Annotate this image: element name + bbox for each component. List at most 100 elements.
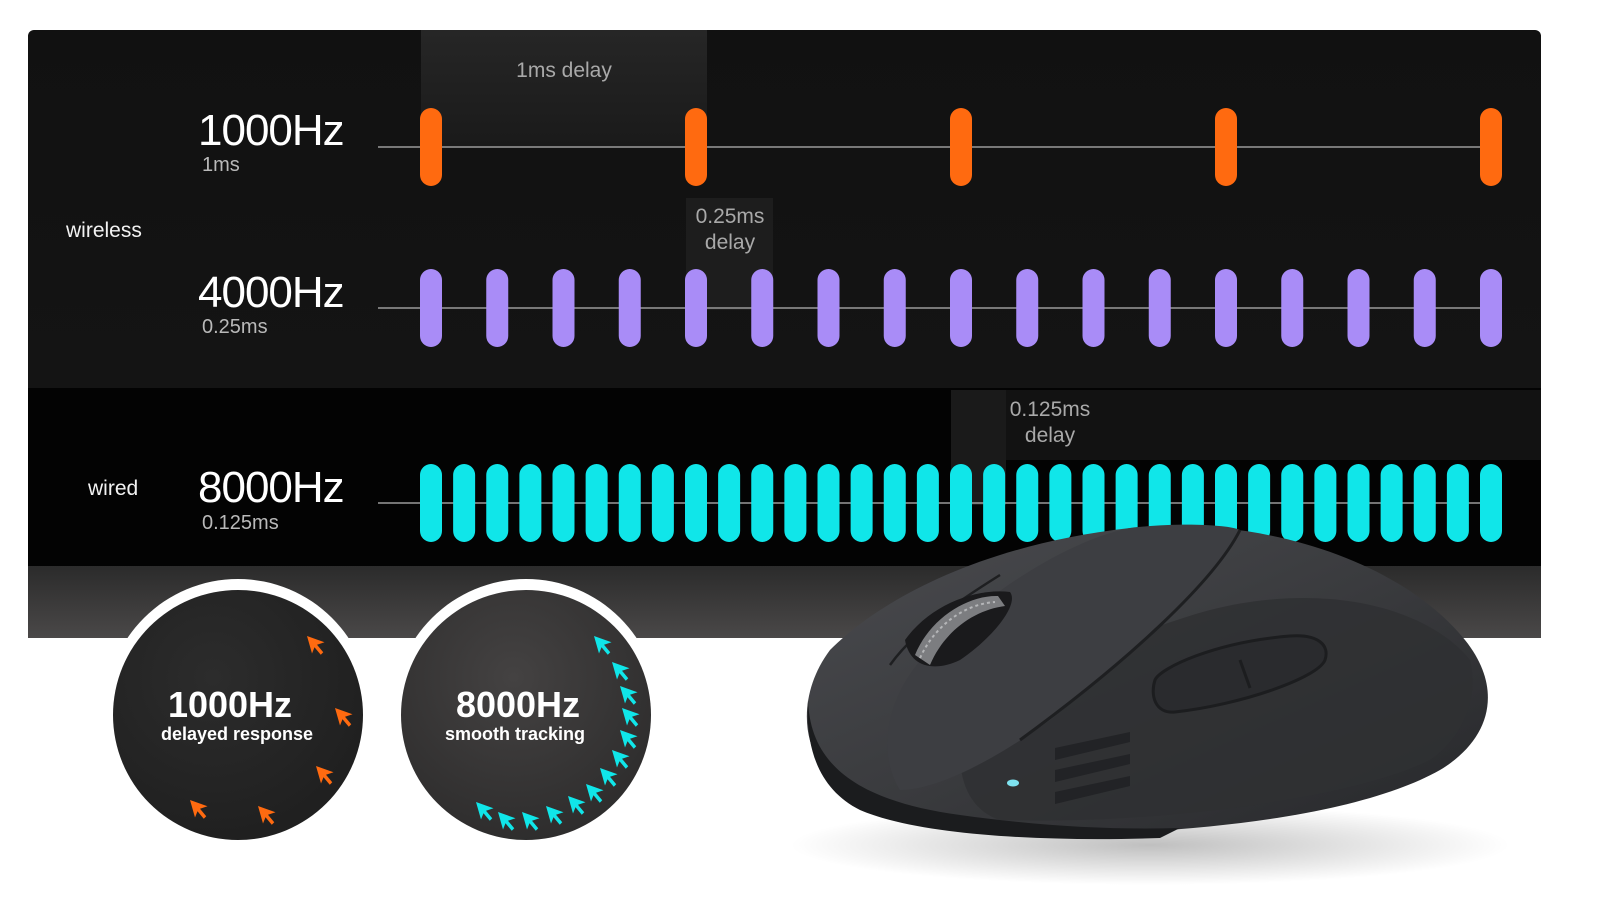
poll-pulse-bar [1281, 464, 1304, 542]
poll-pulse-bar [916, 464, 939, 542]
circle-1000hz-title: 1000Hz [167, 684, 293, 725]
circle-1000hz-subtitle: delayed response [160, 724, 314, 744]
poll-pulse-bar [1082, 464, 1105, 542]
cursor-arrow-icon [190, 800, 208, 819]
poll-pulse-bar [552, 269, 575, 347]
poll-pulse-bar [1380, 464, 1403, 542]
delay-0125ms-line1: 0.125ms [1009, 398, 1091, 421]
polling-rows [378, 108, 1502, 542]
poll-pulse-bar [1215, 108, 1237, 186]
cursor-arrow-icon [307, 636, 325, 655]
poll-pulse-bar [685, 464, 707, 542]
poll-pulse-bar [983, 464, 1006, 542]
poll-pulse-bar [1016, 464, 1039, 542]
poll-pulse-bar [552, 464, 575, 542]
poll-pulse-bar [817, 464, 840, 542]
row-8000hz-label: 8000Hz [198, 463, 345, 512]
row-4000hz-interval: 0.25ms [202, 316, 268, 338]
row-8000hz-interval: 0.125ms [202, 512, 279, 534]
poll-pulse-bar [751, 269, 774, 347]
delay-025ms-line2: delay [704, 231, 756, 254]
row-1000hz-label: 1000Hz [198, 106, 345, 155]
row-1000hz-interval: 1ms [202, 154, 240, 176]
delay-label-025ms: 0.25ms delay [670, 204, 790, 256]
cursor-arrow-icon [546, 806, 564, 825]
circle-1000hz [105, 579, 371, 845]
poll-pulse-bar [1016, 269, 1039, 347]
cursor-arrow-icon [620, 686, 638, 705]
wireless-label: wireless [66, 219, 142, 242]
poll-pulse-bar [1314, 464, 1337, 542]
cursor-arrow-icon [568, 796, 586, 815]
cursor-arrow-icon [258, 806, 276, 825]
poll-pulse-bar [817, 269, 840, 347]
poll-pulse-bar [1181, 464, 1204, 542]
poll-pulse-bar [1049, 464, 1072, 542]
cursor-arrow-icon [498, 812, 516, 831]
cursor-arrow-icon [522, 812, 540, 831]
poll-pulse-bar [1480, 464, 1502, 542]
poll-pulse-bar [618, 464, 641, 542]
delay-region-1ms [421, 30, 707, 148]
poll-pulse-bar [1215, 269, 1237, 347]
poll-pulse-bar [1215, 464, 1237, 542]
poll-pulse-bar [1480, 269, 1502, 347]
poll-pulse-bar [519, 464, 542, 542]
cursor-arrow-icon [612, 750, 630, 769]
poll-pulse-bar [685, 108, 707, 186]
circle-8000hz [393, 579, 659, 845]
poll-pulse-bar [486, 269, 509, 347]
delay-1ms-line: 1ms delay [516, 59, 612, 82]
poll-pulse-bar [1413, 464, 1436, 542]
poll-pulse-bar [950, 269, 972, 347]
poll-pulse-bar [685, 269, 707, 347]
wired-label: wired [88, 477, 139, 500]
poll-pulse-bar [1148, 464, 1171, 542]
poll-pulse-bar [1115, 464, 1138, 542]
poll-pulse-bar [1347, 464, 1370, 542]
cursor-arrow-icon [622, 708, 640, 727]
poll-pulse-bar [420, 269, 442, 347]
delay-label-0125ms: 0.125ms delay [990, 397, 1110, 449]
cursor-arrow-icon [600, 768, 618, 787]
delay-region-0125ms-ext [1006, 390, 1541, 460]
delay-label-1ms: 1ms delay [482, 58, 646, 84]
row-4000hz-label: 4000Hz [198, 268, 345, 317]
mouse-image [806, 524, 1488, 840]
circle-8000hz-subtitle: smooth tracking [444, 724, 586, 744]
poll-pulse-bar [1480, 108, 1502, 186]
poll-pulse-bar [1082, 269, 1105, 347]
poll-pulse-bar [950, 108, 972, 186]
poll-pulse-bar [883, 269, 906, 347]
poll-pulse-bar [718, 464, 741, 542]
poll-pulse-bar [1347, 269, 1370, 347]
poll-pulse-bar [1148, 269, 1171, 347]
cursor-arrow-icon [594, 636, 612, 655]
poll-pulse-bar [420, 108, 442, 186]
poll-pulse-bar [420, 464, 442, 542]
cursor-arrow-icon [316, 766, 334, 785]
poll-pulse-bar [883, 464, 906, 542]
circle-8000hz-title: 8000Hz [455, 684, 581, 725]
poll-pulse-bar [1413, 269, 1436, 347]
cursor-arrow-icon [612, 662, 630, 681]
poll-pulse-bar [585, 464, 608, 542]
poll-pulse-bar [1446, 464, 1469, 542]
cursor-arrow-icon [476, 802, 494, 821]
poll-pulse-bar [950, 464, 972, 542]
poll-pulse-bar [618, 269, 641, 347]
poll-pulse-bar [486, 464, 509, 542]
poll-pulse-bar [1281, 269, 1304, 347]
poll-pulse-bar [453, 464, 476, 542]
poll-pulse-bar [784, 464, 807, 542]
poll-pulse-bar [651, 464, 674, 542]
delay-0125ms-line2: delay [1024, 424, 1076, 447]
cursor-arrow-icon [335, 708, 353, 727]
delay-025ms-line1: 0.25ms [695, 205, 765, 228]
poll-pulse-bar [850, 464, 873, 542]
cursor-icons [190, 636, 640, 831]
poll-pulse-bar [1248, 464, 1271, 542]
poll-pulse-bar [751, 464, 774, 542]
